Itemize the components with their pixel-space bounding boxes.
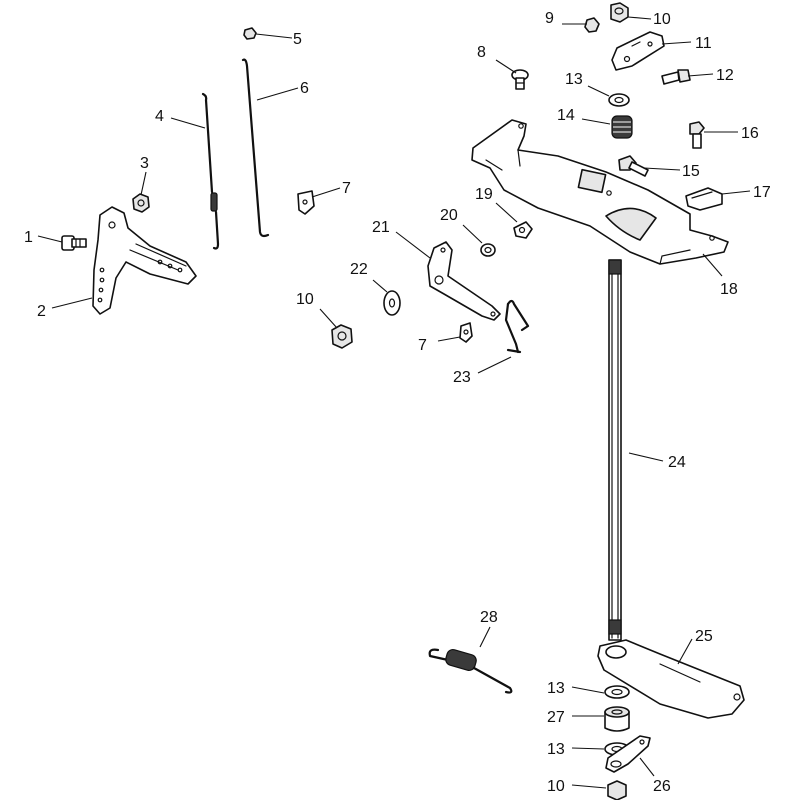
part-14-spring (611, 115, 633, 139)
callout-2: 2 (37, 303, 46, 320)
part-17-clip (685, 187, 723, 211)
part-22-washer (383, 290, 401, 316)
callout-28: 28 (480, 609, 498, 626)
callout-16: 16 (741, 125, 759, 142)
callout-11: 11 (695, 35, 712, 52)
part-27-bushing (604, 706, 630, 732)
callout-4: 4 (155, 108, 164, 125)
part-11-plate (611, 31, 665, 71)
part-13-washer-top (608, 93, 630, 107)
part-26-link-arm (605, 735, 651, 773)
part-16-bolt (689, 121, 705, 149)
part-18-main-bracket (471, 119, 729, 265)
part-19-clip (513, 221, 533, 239)
callout-21: 21 (372, 219, 390, 236)
part-5-clip (243, 27, 257, 40)
callout-labels: 1 2 3 4 5 6 7 7 8 9 10 10 10 11 12 13 13… (24, 10, 771, 795)
callout-14: 14 (557, 107, 575, 124)
callout-13-lower: 13 (547, 741, 565, 758)
callout-22: 22 (350, 261, 368, 278)
part-10-nut-top (610, 2, 629, 23)
part-15-bolt (618, 155, 649, 177)
part-21-bellcrank (427, 241, 501, 321)
callout-23: 23 (453, 369, 471, 386)
part-10-nut-middle (331, 324, 353, 349)
part-25-lower-plate (597, 639, 745, 719)
callout-10-middle: 10 (296, 291, 314, 308)
part-24-shaft (608, 259, 622, 641)
callout-10-bottom: 10 (547, 778, 565, 795)
part-4-spring-wire (201, 92, 220, 250)
part-10-nut-bottom (607, 780, 627, 800)
callout-3: 3 (140, 155, 149, 172)
callout-6: 6 (300, 80, 309, 97)
callout-19: 19 (475, 186, 493, 203)
part-23-wire-link (504, 299, 530, 354)
callout-26: 26 (653, 778, 671, 795)
callout-13-top: 13 (565, 71, 583, 88)
part-1-bolt (61, 235, 87, 251)
callout-13-middle: 13 (547, 680, 565, 697)
callout-24: 24 (668, 454, 686, 471)
part-8-screw (511, 69, 529, 90)
callout-18: 18 (720, 281, 738, 298)
leader-lines (37, 16, 751, 789)
part-7-clip-lower (459, 322, 473, 343)
part-28-extension-spring (428, 648, 513, 694)
callout-15: 15 (682, 163, 700, 180)
callout-25: 25 (695, 628, 713, 645)
callout-27: 27 (547, 709, 565, 726)
part-3-nut (132, 193, 150, 213)
part-12-bolt (661, 69, 691, 85)
callout-1: 1 (24, 229, 33, 246)
callout-10-top: 10 (653, 11, 671, 28)
callout-17: 17 (753, 184, 771, 201)
part-7-clip-upper (297, 190, 315, 215)
callout-7-upper: 7 (342, 180, 351, 197)
part-6-rod (241, 58, 270, 238)
callout-8: 8 (477, 44, 486, 61)
part-13-washer-middle (604, 685, 630, 699)
callout-12: 12 (716, 67, 734, 84)
part-2-lever-bracket (92, 206, 197, 315)
callout-7-lower: 7 (418, 337, 427, 354)
part-9-nut (584, 17, 600, 33)
callout-9: 9 (545, 10, 554, 27)
callout-5: 5 (293, 31, 302, 48)
callout-20: 20 (440, 207, 458, 224)
part-20-washer (480, 243, 496, 257)
